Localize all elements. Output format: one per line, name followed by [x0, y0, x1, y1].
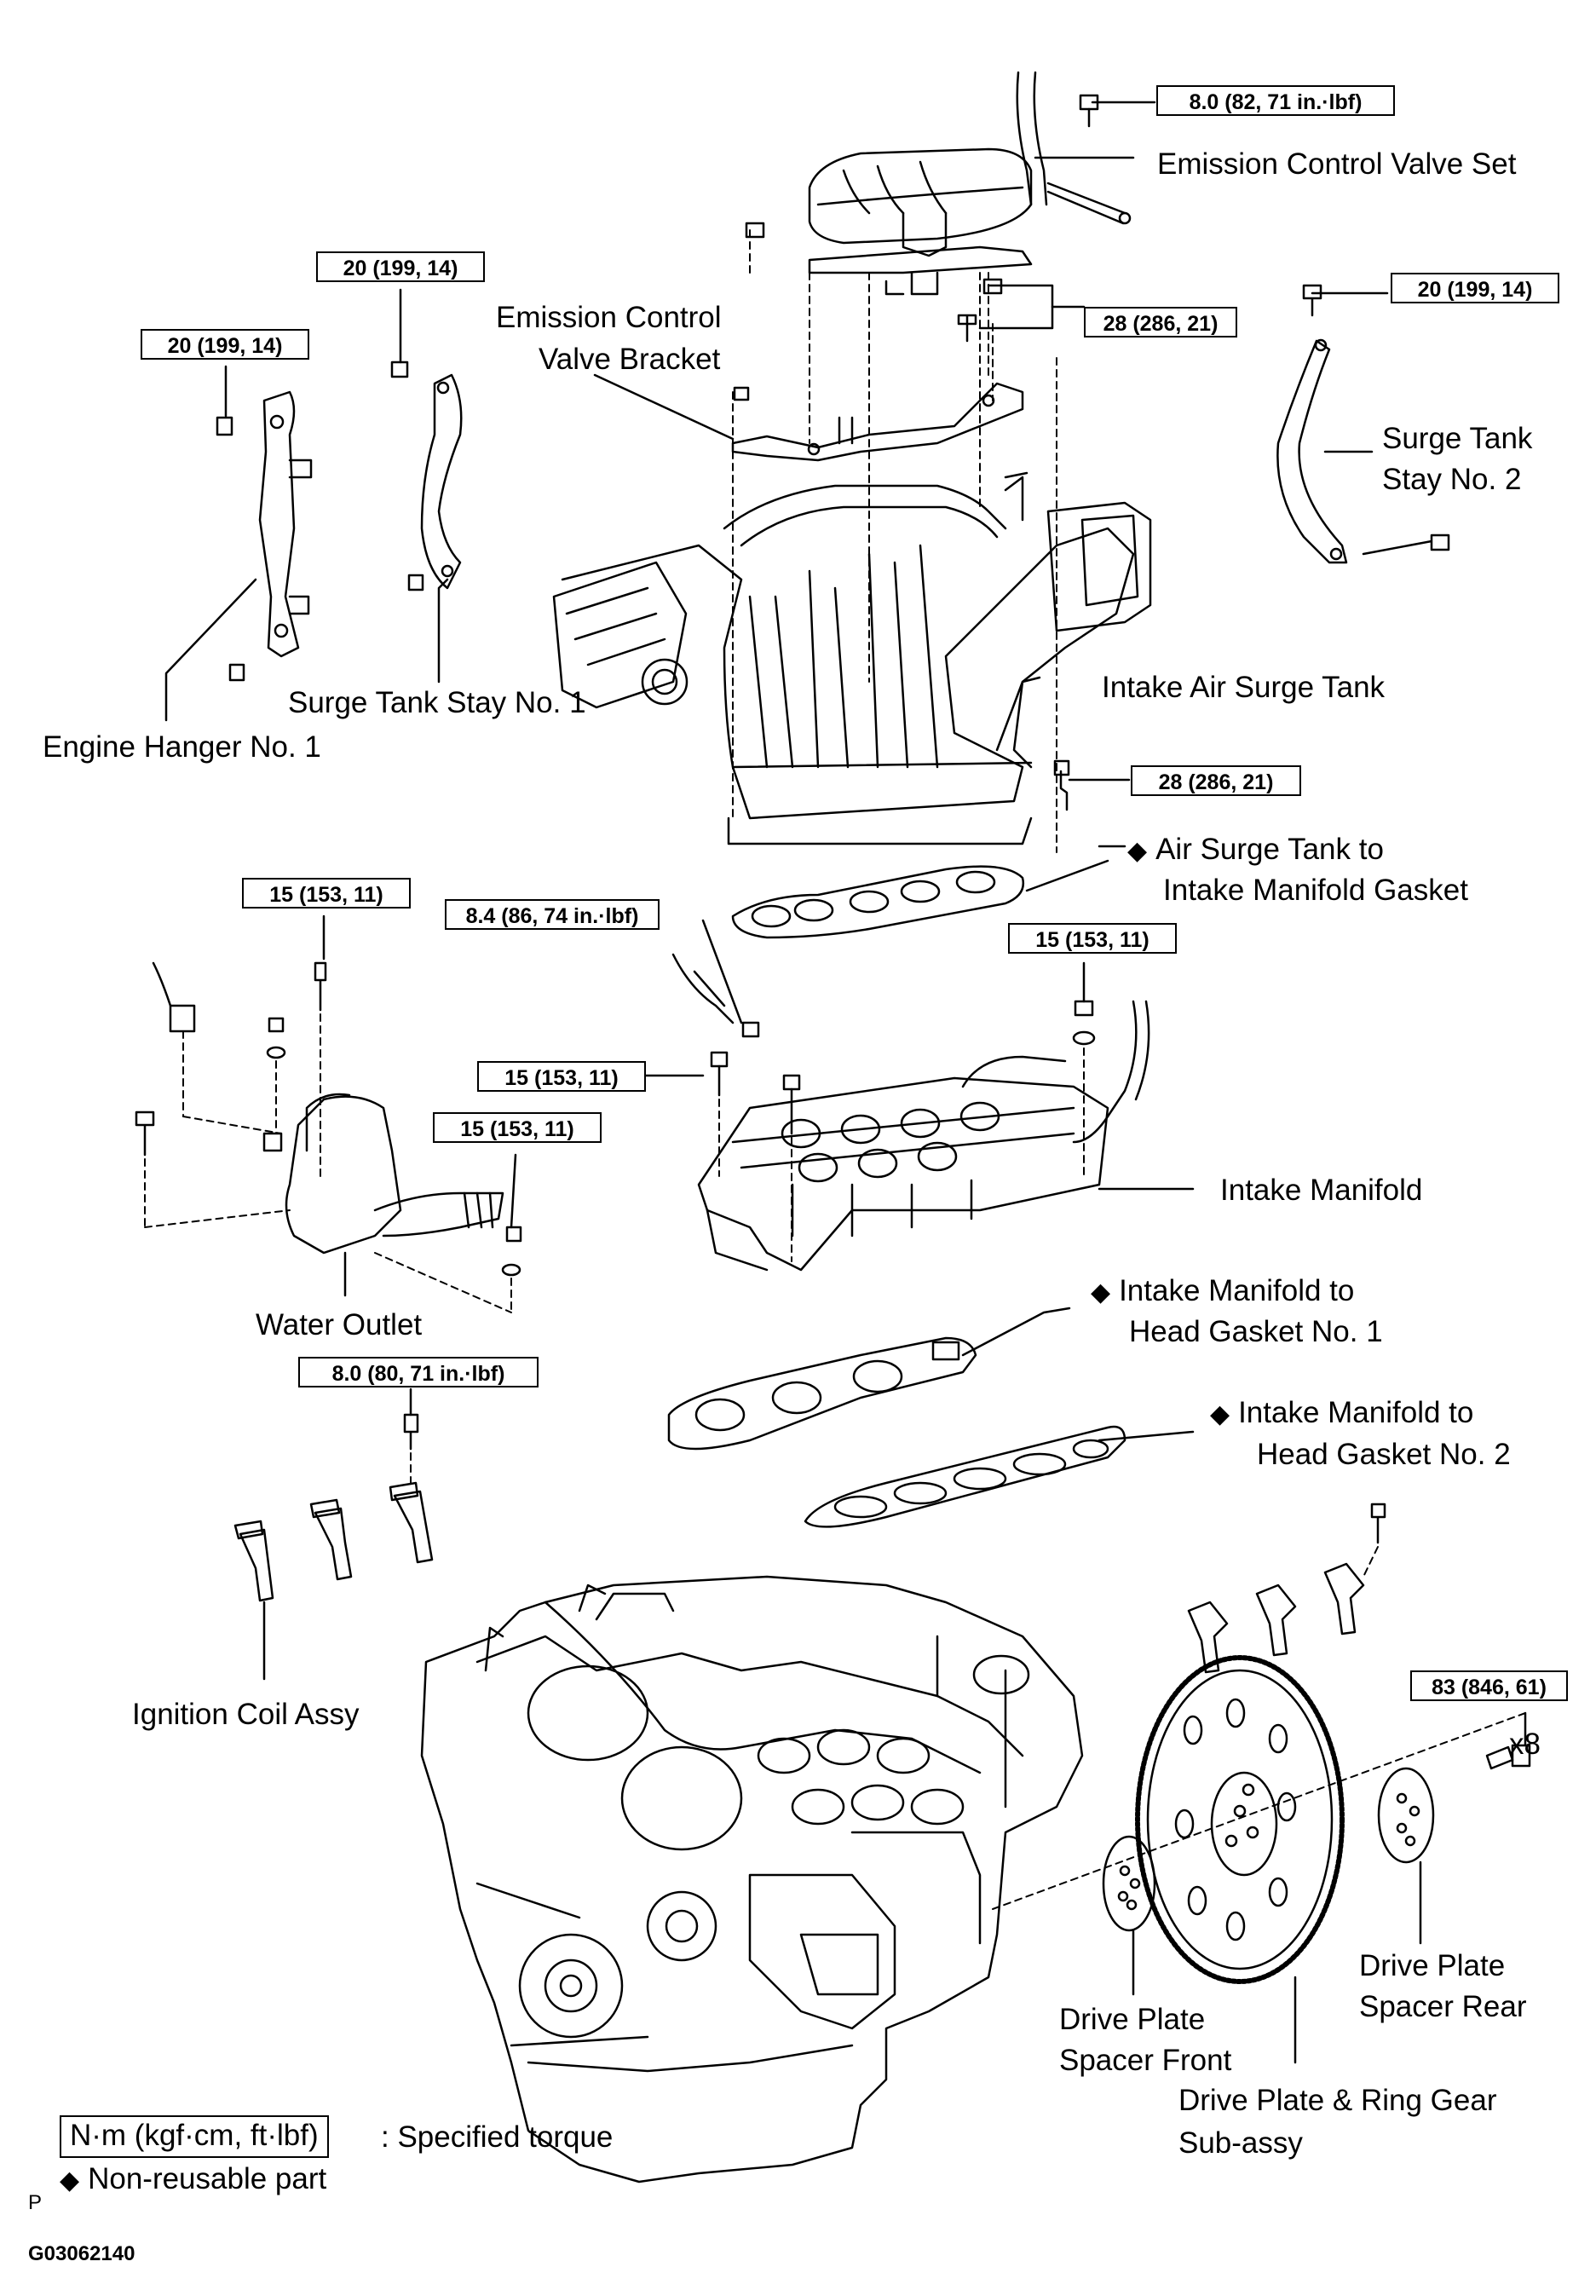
label-head-gasket-1-line1: ◆ Intake Manifold to	[1091, 1270, 1354, 1313]
torque-box-emission-valve-set: 8.0 (82, 71 in.·lbf)	[1156, 85, 1395, 116]
emission-valve-set-drawing	[808, 71, 1132, 296]
label-emission-control-bracket-line1: Emission Control	[496, 301, 722, 334]
nonreusable-diamond-icon: ◆	[1210, 1400, 1230, 1428]
torque-box-manifold-bracket: 8.4 (86, 74 in.·lbf)	[445, 899, 660, 930]
label-bolt-count: x8	[1509, 1728, 1541, 1761]
label-air-surge-gasket-line2: Intake Manifold Gasket	[1163, 874, 1468, 907]
footer-p: P	[28, 2191, 43, 2214]
legend-torque-unit-box: N·m (kgf·cm, ft·lbf)	[60, 2115, 329, 2158]
torque-box-surge-tank: 28 (286, 21)	[1131, 765, 1301, 796]
intake-surge-tank-drawing	[552, 471, 1152, 845]
legend-nonreusable: ◆ Non-reusable part	[60, 2158, 326, 2201]
label-surge-tank-stay-2-line2: Stay No. 2	[1382, 463, 1522, 496]
label-engine-hanger-1: Engine Hanger No. 1	[43, 730, 321, 764]
figure-code: G03062140	[28, 2242, 135, 2265]
label-emission-control-valve-set: Emission Control Valve Set	[1157, 147, 1517, 181]
torque-box-manifold-right: 15 (153, 11)	[1008, 923, 1177, 954]
torque-box-manifold-left: 15 (153, 11)	[477, 1061, 646, 1092]
ignition-coils-right-drawing	[1187, 1503, 1386, 1674]
torque-box-bracket: 28 (286, 21)	[1084, 307, 1237, 337]
spacer-front-drawing	[1102, 1835, 1156, 1932]
torque-box-water-outlet-top: 15 (153, 11)	[242, 878, 411, 909]
label-surge-tank-stay-1: Surge Tank Stay No. 1	[288, 686, 586, 719]
label-head-gasket-2-line1: ◆ Intake Manifold to	[1210, 1392, 1473, 1435]
legend-nonreusable-text: Non-reusable part	[88, 2162, 327, 2195]
label-water-outlet: Water Outlet	[256, 1308, 423, 1341]
torque-box-ignition-coil: 8.0 (80, 71 in.·lbf)	[298, 1357, 539, 1387]
surge-stay-1-drawing	[390, 361, 463, 591]
label-head-gasket-2-text: Intake Manifold to	[1238, 1396, 1474, 1429]
engine-block-drawing	[420, 1575, 1084, 2184]
label-spacer-rear-line2: Spacer Rear	[1359, 1990, 1527, 2023]
drive-plate-bolt-drawing	[1485, 1744, 1531, 1770]
label-ring-gear-line1: Drive Plate & Ring Gear	[1178, 2084, 1497, 2117]
nonreusable-diamond-icon: ◆	[60, 2166, 80, 2195]
surge-stay-2-drawing	[1276, 284, 1450, 564]
label-intake-manifold: Intake Manifold	[1220, 1174, 1423, 1207]
ignition-coils-left-drawing	[233, 1413, 434, 1602]
label-spacer-rear-line1: Drive Plate	[1359, 1949, 1506, 1982]
torque-box-water-outlet-right: 15 (153, 11)	[433, 1112, 602, 1143]
nonreusable-diamond-icon: ◆	[1091, 1278, 1111, 1307]
spacer-rear-drawing	[1377, 1767, 1435, 1864]
label-head-gasket-1-text: Intake Manifold to	[1119, 1274, 1355, 1307]
drive-plate-drawing	[1135, 1655, 1345, 1984]
head-gasket-1-drawing	[667, 1336, 977, 1451]
torque-box-drive-plate: 83 (846, 61)	[1410, 1670, 1568, 1701]
label-surge-tank-stay-2-line1: Surge Tank	[1382, 422, 1533, 455]
label-air-surge-gasket-text: Air Surge Tank to	[1155, 833, 1384, 866]
head-gasket-2-drawing	[804, 1425, 1126, 1528]
label-emission-control-bracket-line2: Valve Bracket	[539, 343, 721, 376]
intake-manifold-drawing	[671, 953, 1150, 1272]
label-air-surge-gasket-line1: ◆Air Surge Tank to	[1127, 828, 1384, 872]
air-surge-gasket-drawing	[731, 865, 1025, 939]
label-ignition-coil-assy: Ignition Coil Assy	[132, 1698, 360, 1731]
torque-box-engine-hanger: 20 (199, 14)	[141, 329, 309, 360]
label-intake-air-surge-tank: Intake Air Surge Tank	[1102, 671, 1386, 704]
engine-hanger-drawing	[216, 390, 313, 682]
legend-torque-description: : Specified torque	[381, 2120, 614, 2154]
label-spacer-front-line1: Drive Plate	[1059, 2003, 1206, 2036]
label-head-gasket-1-line2: Head Gasket No. 1	[1129, 1315, 1383, 1348]
nonreusable-diamond-icon: ◆	[1127, 837, 1148, 865]
label-head-gasket-2-line2: Head Gasket No. 2	[1257, 1438, 1511, 1471]
label-spacer-front-line2: Spacer Front	[1059, 2044, 1232, 2077]
label-ring-gear-line2: Sub-assy	[1178, 2126, 1303, 2160]
torque-box-surge-stay-1: 20 (199, 14)	[316, 251, 485, 282]
torque-box-surge-stay-2: 20 (199, 14)	[1391, 273, 1559, 303]
